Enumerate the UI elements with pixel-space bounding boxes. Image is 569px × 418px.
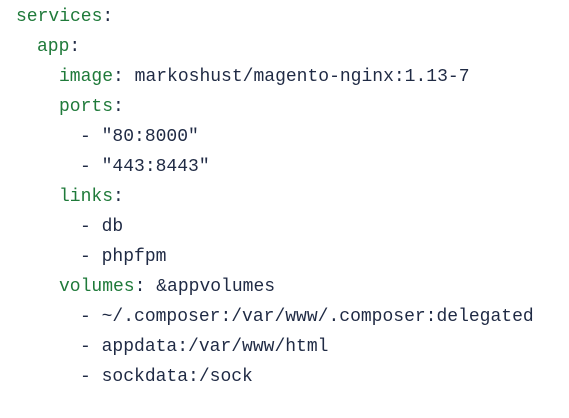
yaml-link-value: db	[101, 217, 124, 237]
yaml-key-image: image	[59, 67, 114, 87]
code-line-port-item: - "443:8443"	[0, 152, 569, 182]
code-line-link-item: - db	[0, 212, 569, 242]
yaml-volume-value: sockdata:/sock	[101, 367, 253, 387]
code-line-ports: ports:	[0, 92, 569, 122]
yaml-dash: -	[80, 337, 91, 357]
yaml-anchor-appvolumes: &appvolumes	[156, 277, 276, 297]
yaml-colon: :	[134, 277, 146, 297]
yaml-value-image: markoshust/magento-nginx:1.13-7	[134, 67, 470, 87]
code-line-link-item: - phpfpm	[0, 242, 569, 272]
yaml-dash: -	[80, 367, 91, 387]
yaml-key-ports: ports	[59, 97, 114, 117]
code-line-volumes: volumes: &appvolumes	[0, 272, 569, 302]
yaml-key-app: app	[37, 37, 70, 57]
code-line-app: app:	[0, 32, 569, 62]
yaml-key-links: links	[59, 187, 114, 207]
yaml-volume-value: appdata:/var/www/html	[101, 337, 329, 357]
yaml-colon: :	[113, 97, 124, 117]
code-line-port-item: - "80:8000"	[0, 122, 569, 152]
yaml-colon: :	[69, 37, 81, 57]
yaml-dash: -	[80, 127, 91, 147]
code-line-links: links:	[0, 182, 569, 212]
yaml-colon: :	[102, 7, 114, 27]
yaml-dash: -	[80, 307, 91, 327]
yaml-volume-value: ~/.composer:/var/www/.composer:delegated	[101, 307, 534, 327]
yaml-key-services: services	[16, 7, 103, 27]
yaml-dash: -	[80, 217, 91, 237]
code-line-image: image: markoshust/magento-nginx:1.13-7	[0, 62, 569, 92]
code-line-volume-item: - sockdata:/sock	[0, 362, 569, 392]
code-line-services: services:	[0, 2, 569, 32]
yaml-link-value: phpfpm	[101, 247, 167, 267]
code-line-volume-item: - ~/.composer:/var/www/.composer:delegat…	[0, 302, 569, 332]
yaml-colon: :	[113, 67, 124, 87]
code-line-volume-item: - appdata:/var/www/html	[0, 332, 569, 362]
yaml-dash: -	[80, 157, 91, 177]
yaml-dash: -	[80, 247, 91, 267]
yaml-port-value: "443:8443"	[101, 157, 210, 177]
yaml-colon: :	[113, 187, 124, 207]
yaml-key-volumes: volumes	[59, 277, 135, 297]
yaml-port-value: "80:8000"	[101, 127, 199, 147]
